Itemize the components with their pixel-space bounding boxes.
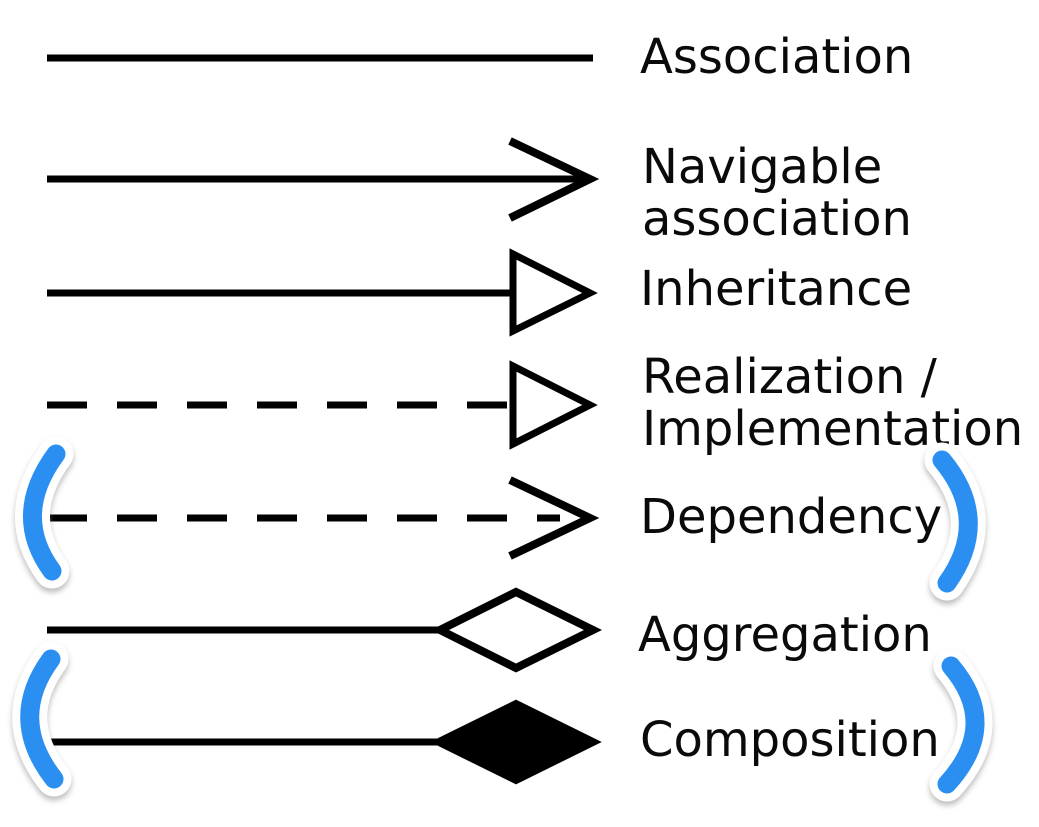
open-arrowhead-icon [508, 137, 600, 222]
label-inheritance: Inheritance [640, 261, 913, 317]
filled-diamond-icon [430, 699, 602, 785]
label-line-1: Realization / [642, 349, 937, 405]
dependency-open-paren-icon [15, 436, 74, 589]
realization-connector [47, 360, 598, 450]
inheritance-connector [47, 248, 598, 337]
label-composition: Composition [640, 712, 940, 768]
label-line-2: association [642, 191, 912, 247]
label-navigable-association: Navigable association [642, 141, 912, 245]
label-aggregation: Aggregation [638, 607, 932, 663]
label-realization-implementation: Realization / Implementation [642, 351, 1023, 455]
composition-connector [47, 699, 602, 785]
hollow-triangle-icon [509, 360, 598, 450]
composition-close-paren-icon [929, 648, 993, 802]
label-line-1: Navigable [642, 139, 883, 195]
hollow-triangle-icon [509, 248, 598, 337]
hollow-diamond-icon [431, 587, 603, 673]
composition-open-paren-icon [12, 641, 72, 797]
aggregation-connector [47, 587, 603, 673]
navigable-association-connector [47, 137, 600, 222]
dependency-connector [47, 476, 600, 560]
label-dependency: Dependency [640, 489, 943, 545]
label-association: Association [640, 29, 914, 85]
open-arrowhead-icon [508, 476, 600, 560]
dependency-close-paren-icon [924, 442, 986, 601]
label-line-2: Implementation [642, 401, 1024, 457]
